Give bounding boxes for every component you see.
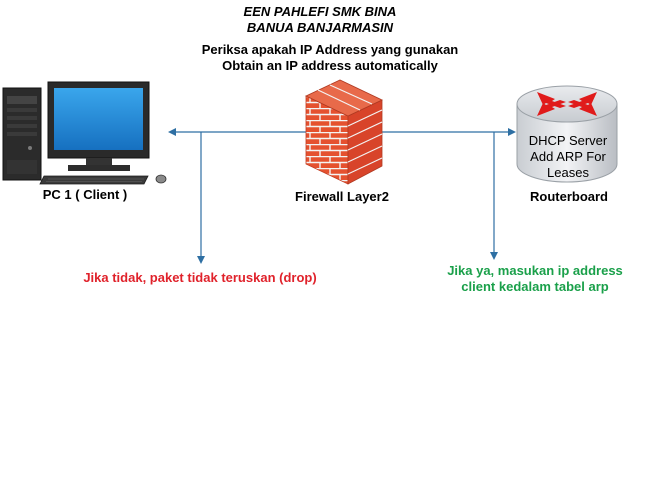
- check-line-1: Periksa apakah IP Address yang gunakan: [201, 42, 459, 57]
- routerboard-label: Routerboard: [530, 189, 608, 204]
- router-inner-text: DHCP Server Add ARP For Leases: [519, 133, 617, 181]
- arp-outcome-text: Jika ya, masukan ip address client kedal…: [430, 263, 640, 295]
- router-inner-line-3: Leases: [547, 165, 589, 180]
- router-inner-line-2: Add ARP For: [530, 149, 606, 164]
- arp-outcome-line-1: Jika ya, masukan ip address: [447, 263, 623, 278]
- router-inner-line-1: DHCP Server: [528, 133, 608, 148]
- arp-outcome-line-2: client kedalam tabel arp: [461, 279, 609, 294]
- check-instruction: Periksa apakah IP Address yang gunakan O…: [180, 42, 480, 74]
- brick-firewall-icon: [305, 79, 383, 185]
- desktop-computer-icon: [2, 81, 167, 185]
- drop-outcome-text: Jika tidak, paket tidak teruskan (drop): [83, 270, 317, 285]
- author-header: EEN PAHLEFI SMK BINA BANUA BANJARMASIN: [200, 4, 440, 36]
- pc-client-label: PC 1 ( Client ): [42, 187, 128, 202]
- router-icon: [516, 85, 618, 183]
- firewall-label: Firewall Layer2: [295, 189, 389, 204]
- check-line-2: Obtain an IP address automatically: [222, 58, 438, 73]
- header-line-1: EEN PAHLEFI SMK BINA: [243, 4, 397, 19]
- header-line-2: BANUA BANJARMASIN: [246, 20, 394, 35]
